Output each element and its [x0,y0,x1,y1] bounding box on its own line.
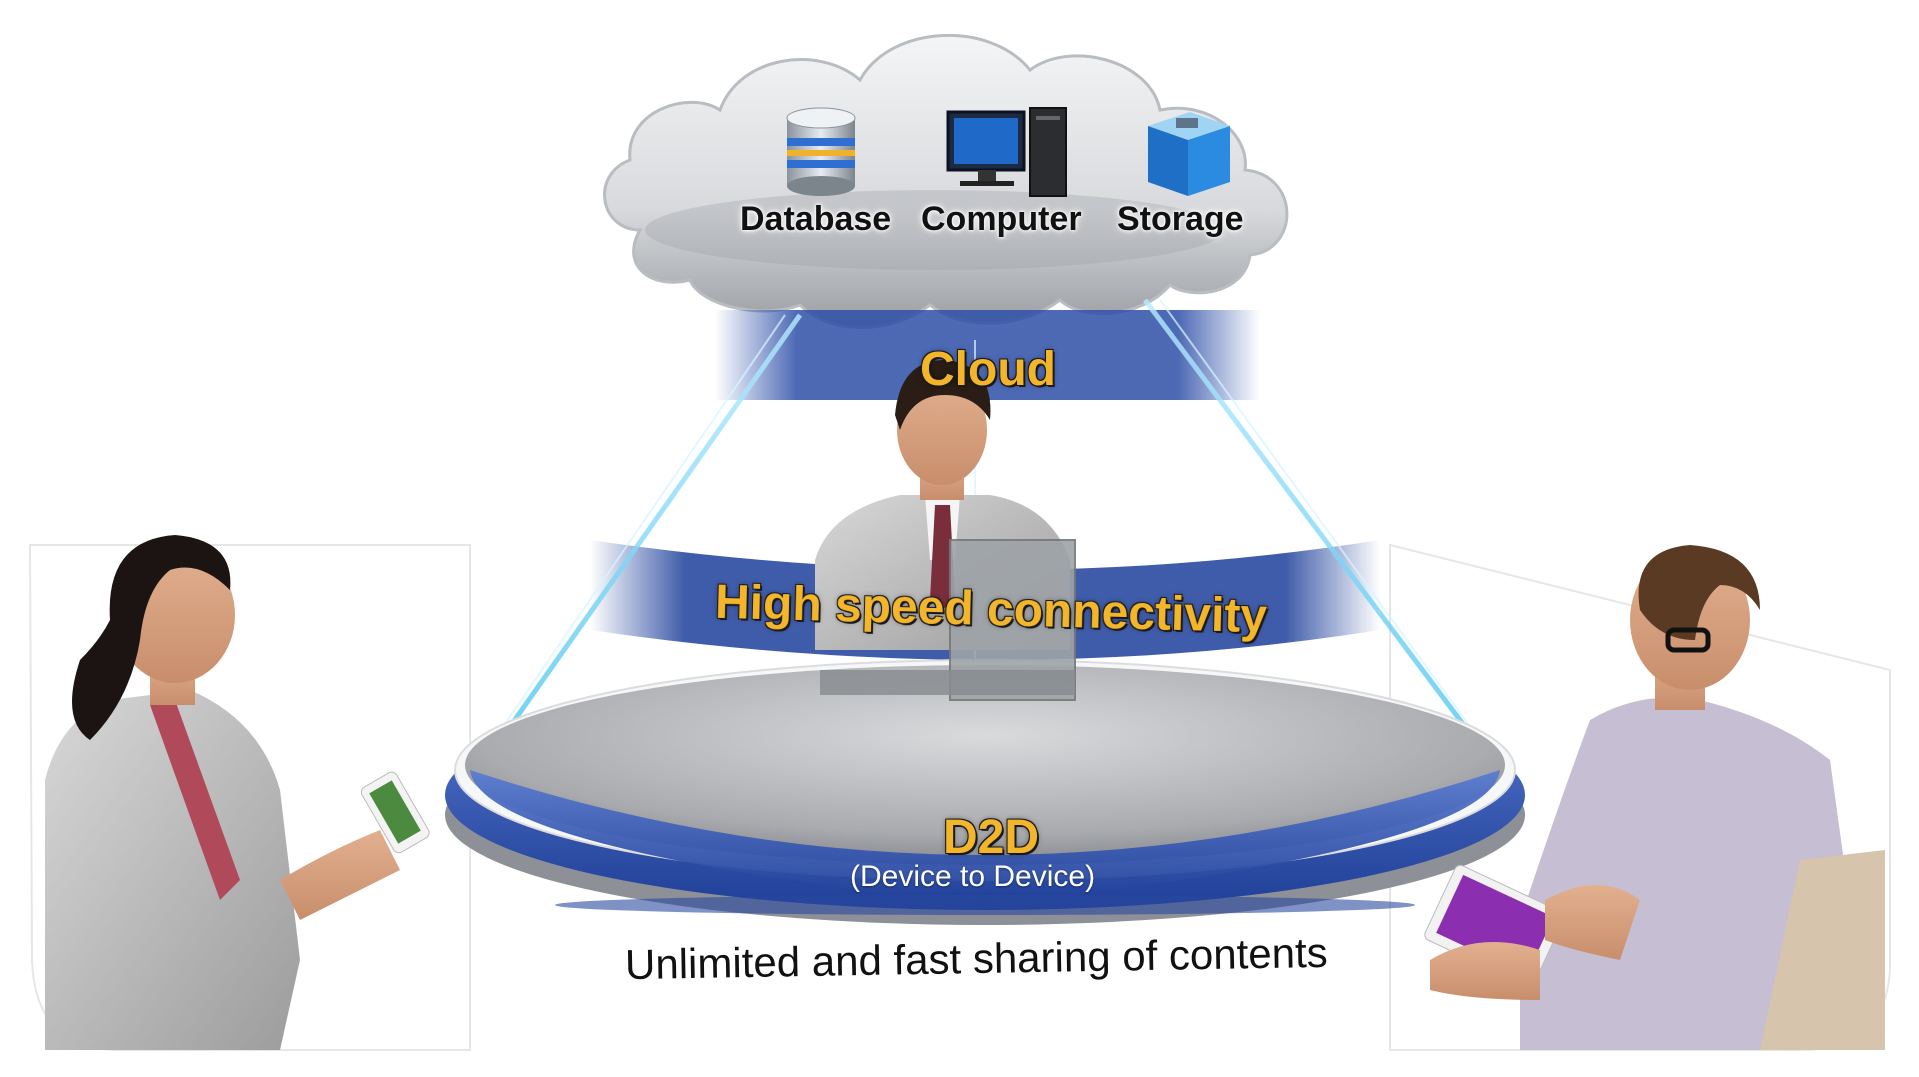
computer-icon [946,107,1067,197]
storage-icon [1148,112,1230,196]
storage-label: Storage [1117,200,1244,238]
center-person [815,360,1076,701]
cloud-band-label: Cloud [920,343,1056,396]
d2d-label: D2D [943,811,1040,864]
d2d-platform [445,659,1525,925]
left-person [45,535,430,1050]
database-icon [786,107,856,196]
cloud-band [715,310,1260,400]
cloud-shape [603,34,1289,329]
computer-label: Computer [921,200,1082,238]
connection-beams [469,298,1506,776]
database-label: Database [740,200,892,238]
right-person [1424,545,1885,1050]
d2d-sublabel: (Device to Device) [850,860,1096,893]
